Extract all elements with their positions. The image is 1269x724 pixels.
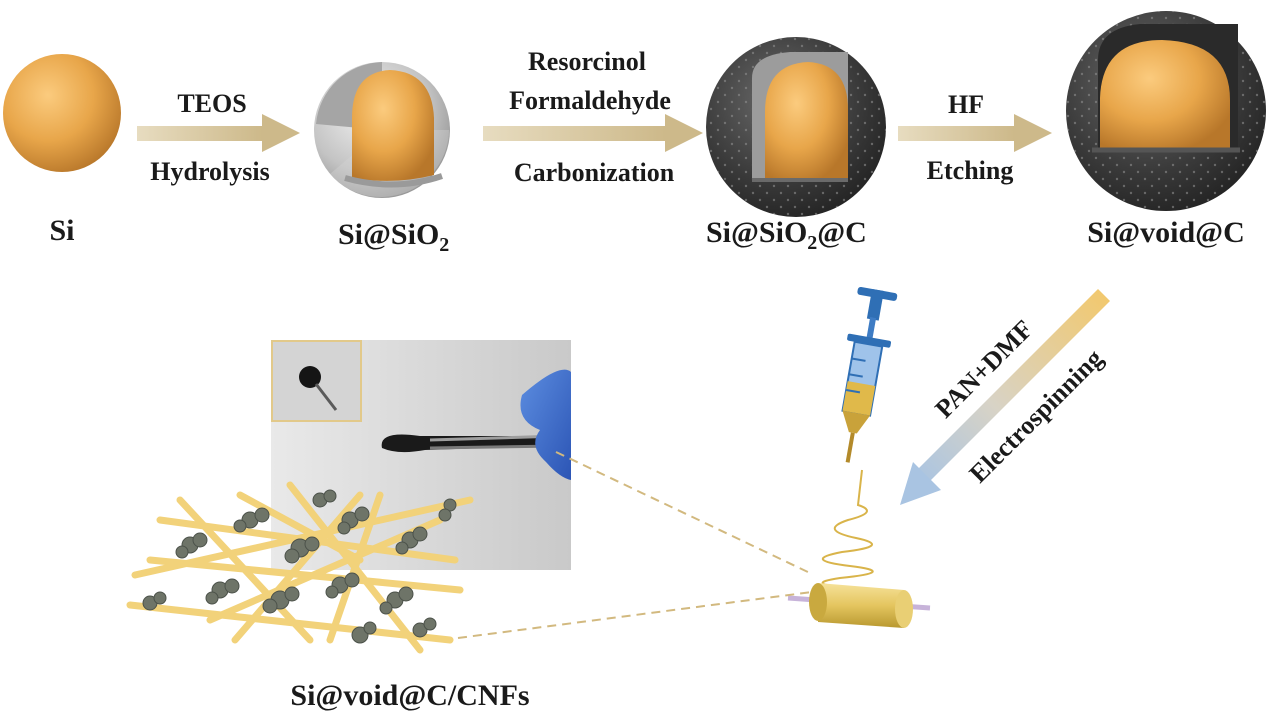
caption-si-sio2: Si@SiO2 — [338, 218, 449, 256]
step2-bottom-label: Carbonization — [514, 158, 675, 187]
step3-bottom-label: Etching — [927, 156, 1014, 185]
step2-top-label-line2: Formaldehyde — [509, 86, 671, 115]
fiber-network — [126, 481, 474, 654]
caption-si-void-c: Si@void@C — [1087, 216, 1245, 249]
si-particle — [3, 54, 121, 172]
step1-top-label: TEOS — [177, 89, 246, 118]
dashed-line-bottom — [457, 591, 813, 639]
caption-si: Si — [49, 214, 74, 247]
step3-top-label: HF — [948, 90, 984, 119]
caption-si-sio2-c: Si@SiO2@C — [706, 216, 867, 254]
arrow-step1 — [137, 114, 300, 152]
si-sio2-c-particle — [706, 37, 886, 217]
dashed-line-top — [555, 451, 813, 575]
arrow-step4 — [900, 289, 1110, 505]
arrow-step3 — [898, 114, 1052, 152]
inset-box — [271, 340, 362, 422]
si-sio2-particle — [314, 62, 450, 198]
step1-bottom-label: Hydrolysis — [150, 157, 269, 186]
particle-clusters — [142, 489, 457, 644]
caption-final: Si@void@C/CNFs — [290, 679, 529, 712]
arrow-step2 — [483, 114, 703, 152]
electrospinning-jet — [821, 469, 874, 589]
si-void-c-particle — [1066, 11, 1266, 211]
syringe-icon — [841, 287, 898, 463]
collector-roller — [787, 583, 931, 628]
step2-top-label-line1: Resorcinol — [528, 47, 646, 76]
